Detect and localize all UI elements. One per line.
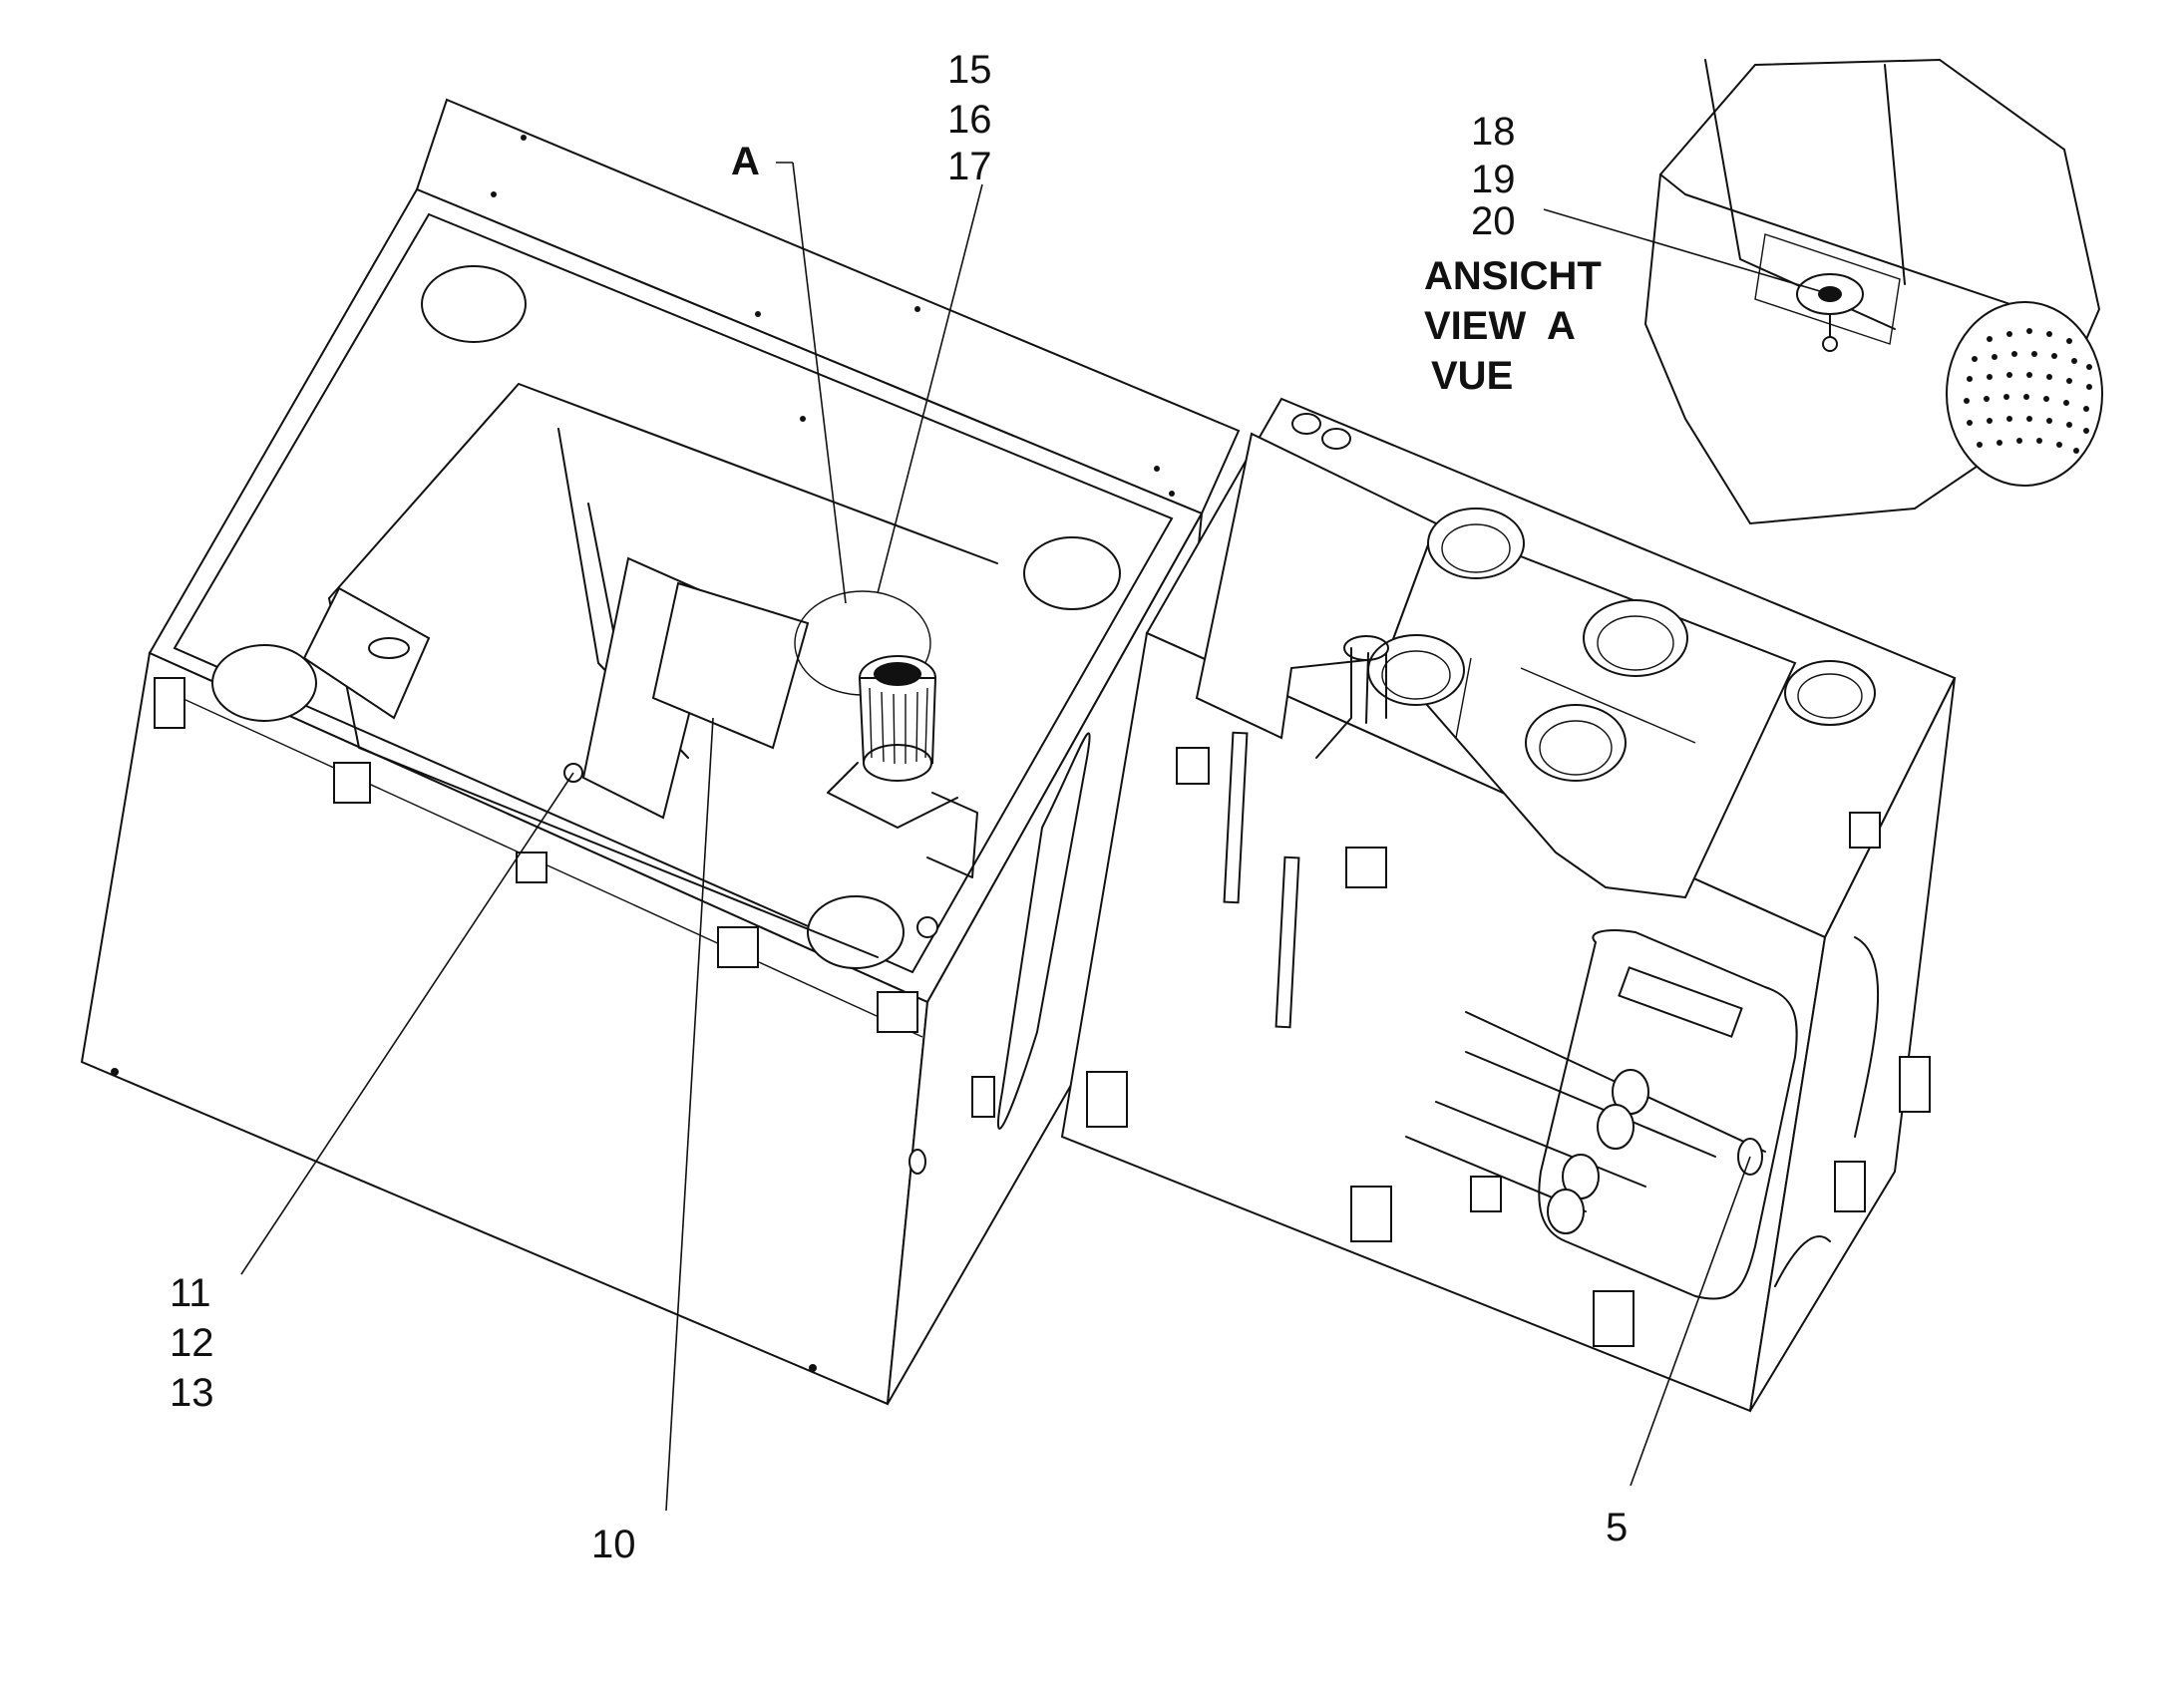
rivet-dots	[111, 135, 1175, 1372]
cover-plate	[651, 581, 810, 750]
view-a-fitting-nut	[1822, 336, 1838, 352]
callout-15: 15	[947, 48, 992, 92]
fitting	[916, 916, 938, 938]
right-unit-side-face	[1749, 677, 1956, 1412]
leader-a	[792, 162, 847, 604]
mount-block	[717, 926, 759, 968]
rail-line	[1455, 657, 1472, 739]
side-bracket	[1774, 1235, 1831, 1287]
callout-18: 18	[1471, 110, 1516, 154]
leader-11-13	[240, 772, 574, 1275]
view-label-ansicht: ANSICHT	[1424, 254, 1602, 298]
side-cutout	[996, 732, 1091, 1130]
pump-bracket	[926, 792, 978, 878]
rail-line	[1520, 667, 1696, 744]
leader-5	[1630, 1156, 1751, 1487]
corner-disc	[421, 265, 527, 343]
callout-20: 20	[1471, 199, 1516, 243]
mount-block	[333, 762, 371, 804]
side-handle	[1854, 936, 1880, 1138]
rail	[1223, 731, 1249, 904]
callout-10: 10	[591, 1523, 636, 1566]
inclined-plate	[302, 586, 431, 720]
corner-disc	[211, 644, 317, 722]
callout-labels: A 15 16 17 18 19 20 ANSICHT VIEW A VUE 1…	[170, 48, 1628, 1566]
corner-bracket	[154, 677, 185, 729]
leader-18-20	[1543, 208, 1831, 295]
view-a-edge	[1884, 64, 1906, 285]
view-a-inset	[1643, 58, 2103, 525]
side-slot	[971, 1076, 995, 1118]
fitting	[368, 637, 410, 659]
leader-10	[665, 717, 714, 1512]
grille-holes	[1964, 328, 2092, 454]
callout-a: A	[731, 140, 760, 183]
callout-17: 17	[947, 145, 992, 188]
right-unit	[1060, 397, 1957, 1413]
edge-line	[81, 652, 151, 1063]
callout-12: 12	[170, 1321, 214, 1365]
callout-11: 11	[170, 1271, 211, 1315]
leader-15-17	[877, 183, 983, 594]
callout-19: 19	[1471, 158, 1516, 201]
view-label-view-a: VIEW A	[1424, 304, 1576, 348]
mount-block	[516, 852, 547, 883]
internal-frame	[328, 383, 998, 599]
callout-5: 5	[1606, 1506, 1628, 1549]
fan-grille	[1946, 301, 2103, 487]
connector-cluster	[1315, 635, 1389, 759]
corner-disc	[807, 895, 905, 969]
leader-lines	[240, 162, 1831, 1512]
round-ports	[1291, 413, 1876, 782]
view-a-panel	[1754, 233, 1901, 345]
side-hole	[908, 1149, 926, 1175]
left-housing	[80, 98, 1241, 1406]
view-label-vue: VUE	[1431, 354, 1513, 398]
motor-unit	[827, 655, 958, 829]
mount-block	[877, 991, 918, 1033]
mount-pads	[1086, 747, 1931, 1347]
view-a-edge	[1659, 173, 2055, 320]
callout-13: 13	[170, 1371, 214, 1415]
callout-16: 16	[947, 98, 992, 142]
rail	[1274, 855, 1300, 1029]
corner-disc	[1023, 536, 1121, 610]
